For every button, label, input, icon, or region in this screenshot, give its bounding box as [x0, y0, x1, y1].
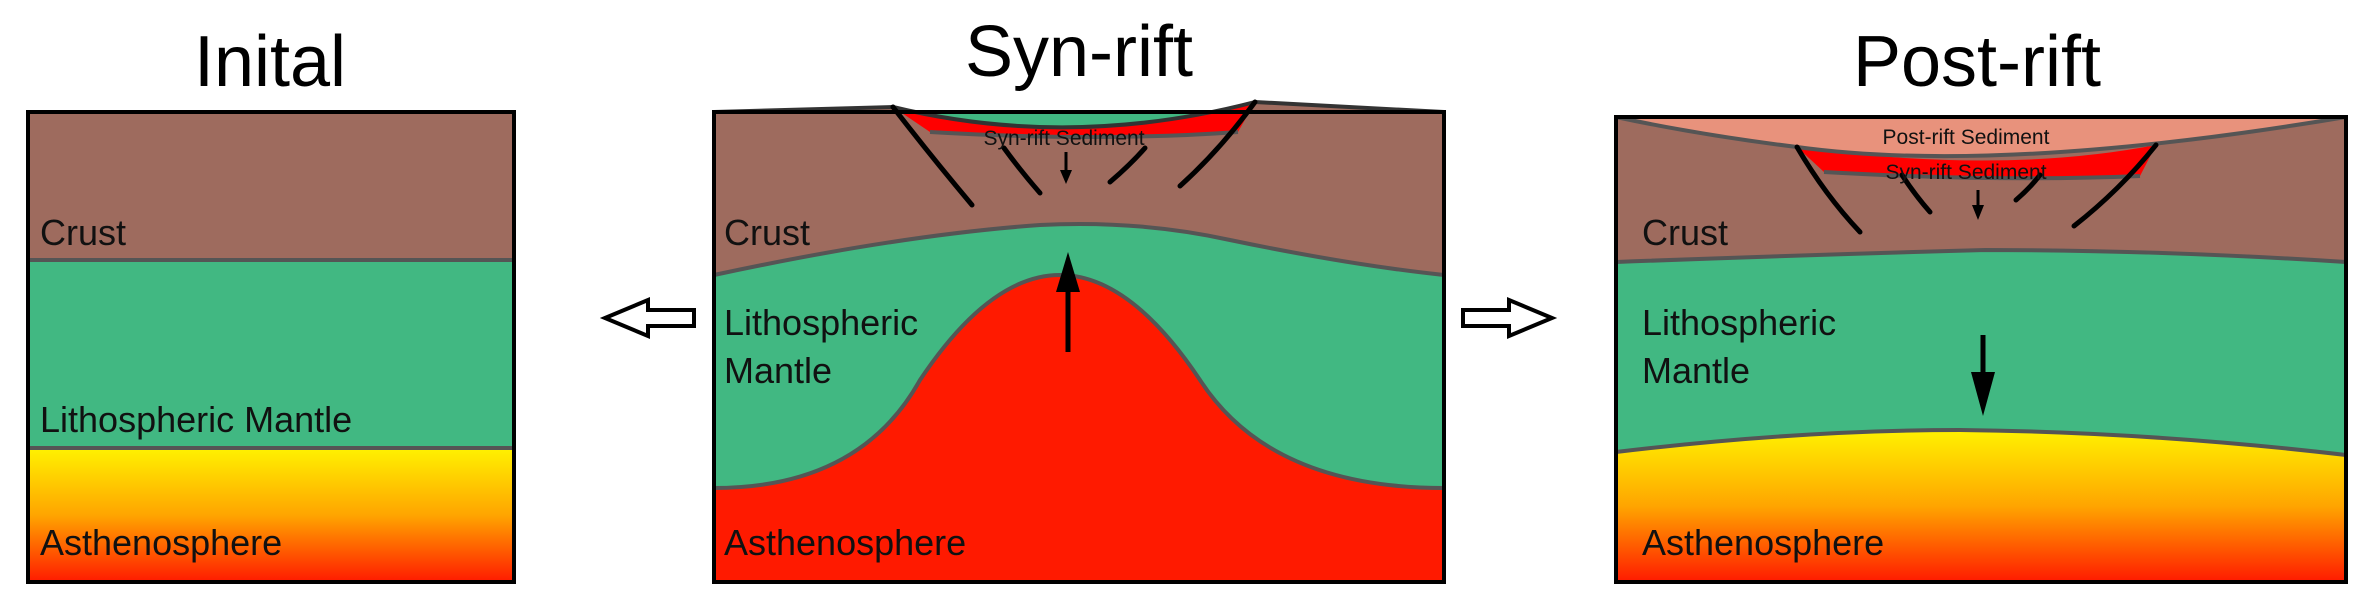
- synrift-sediment-label: Syn-rift Sediment: [983, 127, 1144, 150]
- synrift-mantle-asthenosphere-boundary: [713, 272, 1445, 490]
- synrift-frame: [712, 110, 1446, 584]
- postrift-asthenosphere-layer: [1616, 430, 2346, 582]
- postrift-frame: [1614, 115, 2348, 584]
- postrift-postsed-base: [1615, 115, 2347, 159]
- synrift-fault: [1001, 145, 1043, 196]
- initial-title: Inital: [194, 22, 346, 102]
- postrift-synsed-base: [1823, 170, 2141, 181]
- synrift-sediment-layer: [893, 102, 1255, 137]
- synrift-fault: [1107, 145, 1148, 185]
- postrift-panel: Post-rift Post-rift Sediment Syn-: [1614, 22, 2348, 584]
- synrift-crust-mantle-boundary: [713, 222, 1445, 277]
- postrift-title: Post-rift: [1853, 22, 2101, 102]
- postrift-mantle-label-line1: Lithospheric: [1642, 302, 1836, 343]
- postrift-synrift-sediment-label: Syn-rift Sediment: [1885, 161, 2046, 184]
- synrift-crust-layer: [714, 102, 1444, 275]
- postrift-fault: [2013, 172, 2043, 203]
- small-down-arrow-icon: [1972, 190, 1984, 220]
- subsidence-arrow-icon: [1971, 335, 1995, 416]
- postrift-asthenosphere-label: Asthenosphere: [1642, 522, 1884, 563]
- postrift-mantle-asthenosphere-boundary: [1615, 427, 2347, 457]
- postrift-synrift-sediment-layer: [1797, 145, 2156, 179]
- initial-mantle-label: Lithospheric Mantle: [40, 399, 352, 440]
- postrift-fault: [2071, 142, 2159, 229]
- synrift-sediment-base: [929, 130, 1239, 139]
- postrift-crust-mantle-boundary: [1615, 247, 2347, 264]
- postrift-sediment-label: Post-rift Sediment: [1883, 126, 2050, 149]
- postrift-fault: [1794, 144, 1863, 235]
- initial-crust-label: Crust: [40, 212, 126, 253]
- initial-asthenosphere-label: Asthenosphere: [40, 522, 282, 563]
- synrift-mantle-label-line1: Lithospheric: [724, 302, 918, 343]
- synrift-asthenosphere-layer: [714, 275, 1444, 582]
- synrift-mantle-label-line2: Mantle: [724, 350, 832, 391]
- initial-panel: Inital Crust Lithospheric Mantle Astheno…: [26, 22, 516, 584]
- synrift-panel: Syn-rift Syn-rift Sediment Crust L: [712, 12, 1446, 584]
- initial-mantle-layer: [28, 260, 514, 448]
- synrift-title: Syn-rift: [965, 12, 1193, 92]
- small-down-arrow-icon: [1060, 152, 1072, 184]
- postrift-crust-label: Crust: [1642, 212, 1728, 253]
- synrift-crust-label: Crust: [724, 212, 810, 253]
- arrow-right-outline-icon: [1461, 296, 1558, 340]
- initial-asthenosphere-layer: [28, 448, 514, 582]
- initial-frame: [26, 110, 516, 584]
- synrift-asthenosphere-label: Asthenosphere: [724, 522, 966, 563]
- initial-crust-layer: [28, 112, 514, 260]
- arrow-left-outline-icon: [599, 296, 696, 340]
- synrift-fault: [890, 104, 975, 208]
- postrift-fault: [1899, 172, 1933, 215]
- postrift-mantle-label-line2: Mantle: [1642, 350, 1750, 391]
- uplift-arrow-icon: [1056, 252, 1080, 352]
